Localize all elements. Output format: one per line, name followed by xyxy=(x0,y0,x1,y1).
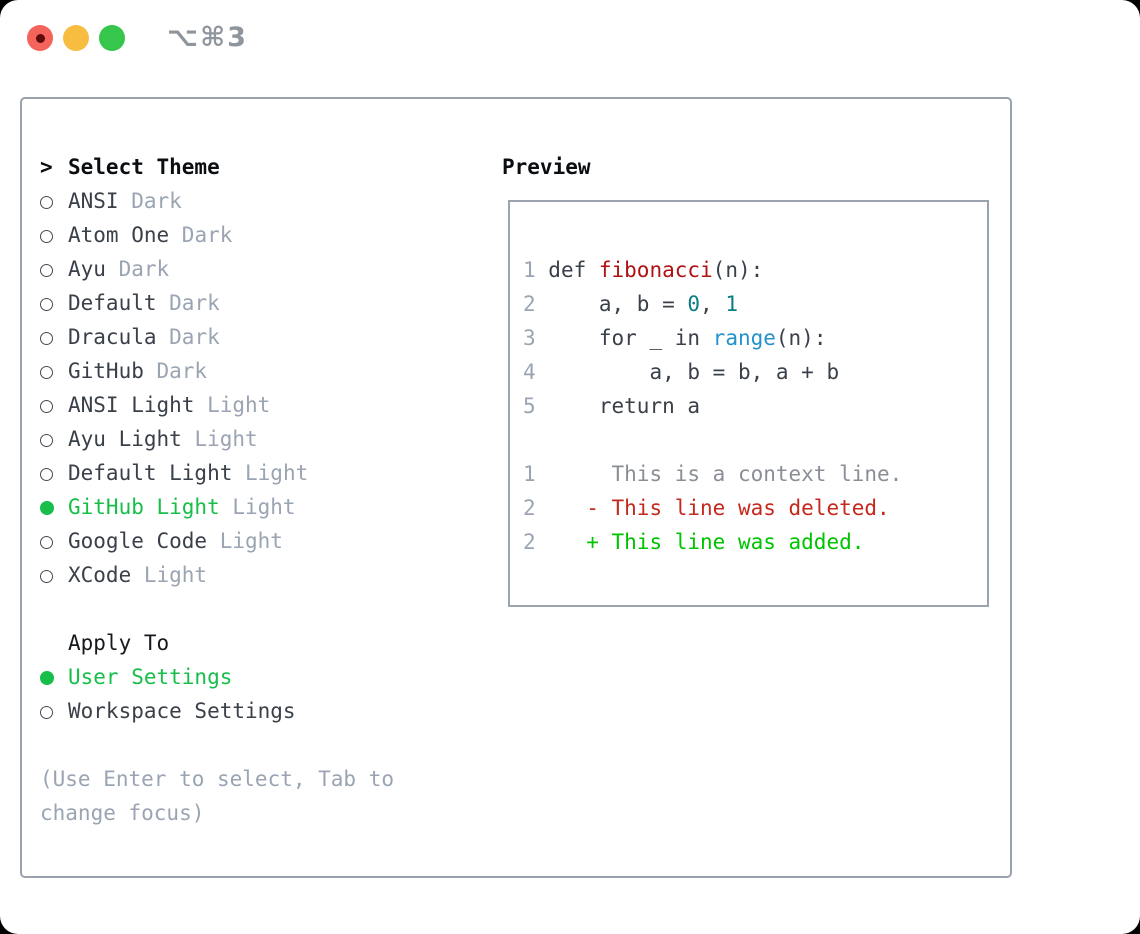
theme-variant-tag: Light xyxy=(232,461,309,485)
option-label: Ayu xyxy=(68,257,106,281)
option-label: GitHub Light xyxy=(68,495,220,519)
radio-icon xyxy=(40,230,53,243)
preview-line xyxy=(523,423,987,457)
theme-variant-tag: Dark xyxy=(143,359,208,383)
option-label: Atom One xyxy=(68,223,170,247)
theme-option-default[interactable]: Default Dark xyxy=(40,286,394,320)
theme-variant-tag: Light xyxy=(181,427,258,451)
radio-icon xyxy=(40,468,53,481)
theme-option-ayu-light[interactable]: Ayu Light Light xyxy=(40,422,394,456)
radio-icon xyxy=(40,264,53,277)
preview-line: 3 for _ in range(n): xyxy=(523,326,827,350)
preview-box: 1 def fibonacci(n): 2 a, b = 0, 1 3 for _ … xyxy=(508,200,989,607)
preview-line: 1 This is a context line. xyxy=(523,462,903,486)
apply-to-title: Apply To xyxy=(68,631,170,655)
close-button[interactable] xyxy=(27,25,53,51)
option-label: Google Code xyxy=(68,529,208,553)
radio-icon xyxy=(40,706,53,719)
theme-option-xcode[interactable]: XCode Light xyxy=(40,558,394,592)
option-label: User Settings xyxy=(68,665,233,689)
option-label: GitHub xyxy=(68,359,144,383)
preview-code: 1 def fibonacci(n): 2 a, b = 0, 1 3 for _ … xyxy=(510,202,987,559)
option-label: Default Light xyxy=(68,461,233,485)
radio-icon xyxy=(40,434,53,447)
option-label: Default xyxy=(68,291,157,315)
hint-text-line-1: (Use Enter to select, Tab to xyxy=(40,767,395,791)
theme-variant-tag: Dark xyxy=(105,257,170,281)
theme-option-google-code[interactable]: Google Code Light xyxy=(40,524,394,558)
option-label: Workspace Settings xyxy=(68,699,296,723)
spacer xyxy=(40,728,394,762)
option-label: Ayu Light xyxy=(68,427,182,451)
apply-option-workspace-settings[interactable]: Workspace Settings xyxy=(40,694,394,728)
option-label: Dracula xyxy=(68,325,157,349)
preview-line: 2 - This line was deleted. xyxy=(523,496,890,520)
theme-variant-tag: Light xyxy=(207,529,283,553)
theme-variant-tag: Dark xyxy=(156,325,220,349)
preview-line: 4 a, b = b, a + b xyxy=(523,360,840,384)
cursor-marker: > xyxy=(40,155,53,179)
radio-icon xyxy=(40,298,53,311)
radio-icon xyxy=(40,366,53,379)
preview-line: 2 a, b = 0, 1 xyxy=(523,292,738,316)
spacer xyxy=(40,592,394,626)
theme-option-default-light[interactable]: Default Light Light xyxy=(40,456,394,490)
zoom-button[interactable] xyxy=(99,25,125,51)
theme-variant-tag: Light xyxy=(131,563,208,587)
theme-option-ansi[interactable]: ANSI Dark xyxy=(40,184,394,218)
select-theme-header: > Select Theme xyxy=(40,150,394,184)
window-title: ⌥⌘3 xyxy=(167,22,248,53)
apply-option-user-settings[interactable]: User Settings xyxy=(40,660,394,694)
theme-option-github[interactable]: GitHub Dark xyxy=(40,354,394,388)
unsaved-changes-dot-icon xyxy=(35,33,45,43)
radio-icon xyxy=(40,196,53,209)
hint-text-line-2: change focus) xyxy=(40,801,205,825)
theme-variant-tag: Light xyxy=(194,393,271,417)
select-theme-title: Select Theme xyxy=(68,155,220,179)
traffic-lights xyxy=(27,25,125,51)
theme-variant-tag: Dark xyxy=(169,223,233,247)
theme-option-github-light[interactable]: GitHub Light Light xyxy=(40,490,394,524)
radio-selected-icon xyxy=(40,501,54,515)
option-label: ANSI Light xyxy=(68,393,195,417)
theme-option-dracula[interactable]: Dracula Dark xyxy=(40,320,394,354)
preview-header: Preview xyxy=(502,155,591,179)
theme-variant-tag: Light xyxy=(219,495,296,519)
theme-option-ansi-light[interactable]: ANSI Light Light xyxy=(40,388,394,422)
option-label: ANSI xyxy=(68,189,119,213)
preview-line: 1 def fibonacci(n): xyxy=(523,258,764,282)
theme-variant-tag: Dark xyxy=(118,189,182,213)
radio-selected-icon xyxy=(40,671,54,685)
radio-icon xyxy=(40,400,53,413)
radio-icon xyxy=(40,332,53,345)
theme-option-atom-one[interactable]: Atom One Dark xyxy=(40,218,394,252)
radio-icon xyxy=(40,570,53,583)
minimize-button[interactable] xyxy=(63,25,89,51)
preview-line: 2 + This line was added. xyxy=(523,530,865,554)
radio-icon xyxy=(40,536,53,549)
theme-variant-tag: Dark xyxy=(156,291,220,315)
option-label: XCode xyxy=(68,563,132,587)
preview-line: 5 return a xyxy=(523,394,701,418)
apply-to-header: Apply To xyxy=(40,626,394,660)
theme-option-ayu[interactable]: Ayu Dark xyxy=(40,252,394,286)
